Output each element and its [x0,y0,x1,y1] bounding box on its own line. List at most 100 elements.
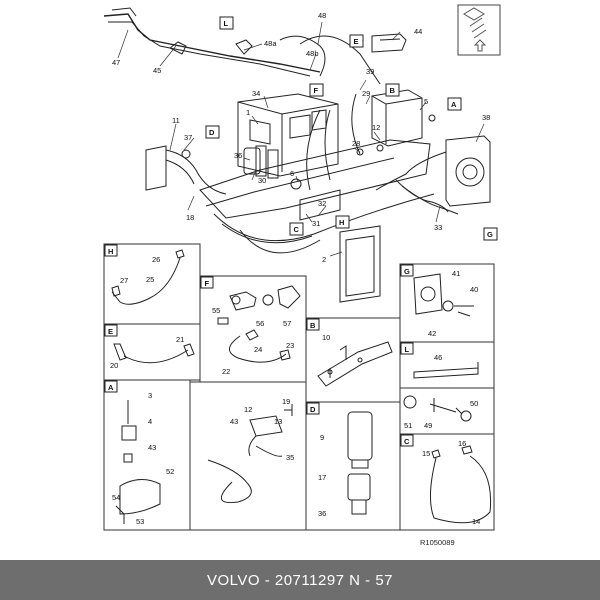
main-box-e: E [354,37,359,46]
callout-label: 29 [362,89,370,98]
panel-f-letter: F [205,279,210,288]
callout-label: 44 [414,27,422,36]
callout-label: 42 [428,329,436,338]
callout-label: 14 [472,517,480,526]
callout-label: 20 [110,361,118,370]
callout-label: 48 [318,11,326,20]
callout-label: 33 [434,223,442,232]
main-box-f: F [314,86,319,95]
main-box-h: H [339,218,344,227]
main-assembly-drawing [103,4,501,303]
callout-label: 12 [244,405,252,414]
panel-c-letter: C [404,437,410,446]
diagram-svg: 47 45 48 48a 48b 44 L F E 39 29 B A 5 34… [103,4,501,547]
panel-c-top-drawing [403,395,472,422]
main-callout-labels: 47 45 48 48a 48b 44 L F E 39 29 B A 5 34… [112,11,493,264]
panel-frames [103,243,495,531]
main-letter-boxes [205,16,498,241]
panel-e-letter: E [108,327,113,336]
main-box-c: C [294,225,300,234]
callout-label: 3 [148,391,152,400]
panel-b-letter: B [310,321,316,330]
panel-b-drawing [317,341,393,387]
main-box-g: G [487,230,493,239]
callout-label: 40 [470,285,478,294]
panel-a-drawing [115,400,161,524]
panel-e-drawing [113,343,195,364]
panel-g-letter: G [404,267,410,276]
callout-label: 32 [318,199,326,208]
callout-label: 12 [372,123,380,132]
panel-l-drawing [413,362,479,379]
callout-label: 49 [424,421,432,430]
callout-label: 39 [366,67,374,76]
panel-h-letter: H [108,247,113,256]
callout-label: 2 [322,255,326,264]
callout-label: 1 [246,108,250,117]
main-box-d: D [209,128,215,137]
callout-label: 31 [312,219,320,228]
callout-label: 35 [286,453,294,462]
callout-label: 16 [458,439,466,448]
panel-d-letter: D [310,405,316,414]
callout-label: 41 [452,269,460,278]
callout-label: 18 [186,213,194,222]
main-box-l: L [224,19,229,28]
main-box-b: B [390,86,396,95]
callout-label: 21 [176,335,184,344]
callout-label: 4 [148,417,152,426]
panel-letter-boxes [104,244,414,447]
callout-label: 22 [222,367,230,376]
panel-f-drawing [217,285,301,363]
panel-c-bottom-drawing [430,445,492,524]
callout-label: 28 [352,139,360,148]
callout-label: 43 [148,443,156,452]
panel-callout-labels: 26 27 25 21 20 55 56 57 24 23 22 41 40 4… [110,255,480,526]
callout-label: 10 [322,333,330,342]
callout-label: 17 [318,473,326,482]
callout-label: 48a [264,39,277,48]
panel-d-drawing [347,411,373,515]
callout-label: 37 [184,133,192,142]
callout-label: 30 [258,176,266,185]
callout-label: 9 [320,433,324,442]
panel-l-letter: L [405,345,410,354]
panel-a-letter: A [108,383,114,392]
callout-label: 50 [470,399,478,408]
callout-label: 26 [152,255,160,264]
callout-label: 43 [230,417,238,426]
reference-code: R1050089 [420,538,455,547]
callout-label: 51 [404,421,412,430]
callout-label: 56 [256,319,264,328]
callout-label: 13 [274,417,282,426]
callout-label: 45 [153,66,161,75]
callout-label: 34 [252,89,260,98]
callout-label: 57 [283,319,291,328]
footer-bar: VOLVO - 20711297 N - 57 [0,560,600,600]
callout-label: 52 [166,467,174,476]
callout-label: 36 [234,151,242,160]
callout-label: 11 [172,116,180,125]
callout-label: 25 [146,275,154,284]
panel-m-drawing [207,404,293,504]
callout-label: 27 [120,276,128,285]
panel-g-drawing [413,273,474,317]
footer-part-number: VOLVO - 20711297 N - 57 [206,571,394,589]
callout-label: 38 [482,113,490,122]
leader-lines [117,21,485,257]
panel-h-drawing [111,249,185,305]
callout-label: 5 [424,97,428,106]
callout-label: 55 [212,306,220,315]
callout-label: 47 [112,58,120,67]
callout-label: 6 [290,169,294,178]
callout-label: 24 [254,345,262,354]
callout-label: 15 [422,449,430,458]
callout-label: 36 [318,509,326,518]
callout-label: 54 [112,493,120,502]
panel-letters: H E F G B L A D C [108,247,410,446]
callout-label: 23 [286,341,294,350]
callout-label: 46 [434,353,442,362]
main-box-a: A [451,100,457,109]
callout-label: 53 [136,517,144,526]
